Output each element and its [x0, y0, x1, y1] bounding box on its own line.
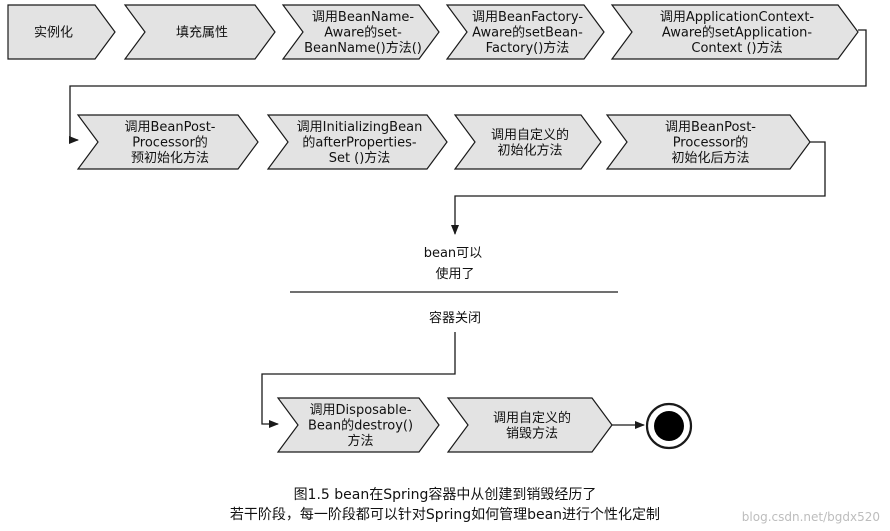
step-label-line: 调用BeanPost- — [665, 120, 756, 135]
step-label-line: 初始化方法 — [497, 142, 562, 158]
step-label-line: Aware的set- — [324, 25, 402, 41]
lifecycle-step-2-1-label: 调用BeanPost-Processor的预初始化方法 — [124, 120, 215, 166]
step-label-line: 调用InitializingBean — [297, 120, 423, 135]
lifecycle-step-3-2 — [446, 397, 613, 453]
bean-ready-label: bean可以 使用了 — [424, 246, 487, 282]
step-label-line: Processor的 — [132, 135, 208, 151]
step-label-line: Processor的 — [673, 135, 749, 151]
step-label-line: Set ()方法 — [329, 150, 391, 166]
lifecycle-step-1-3 — [281, 4, 440, 60]
lifecycle-step-2-4 — [605, 114, 811, 170]
step-label-line: 实例化 — [34, 26, 73, 41]
lifecycle-step-1-1 — [7, 4, 116, 60]
lifecycle-step-1-4 — [445, 4, 605, 60]
lifecycle-step-3-1 — [276, 397, 440, 453]
step-label-line: 调用Disposable- — [310, 403, 412, 418]
figure-caption-line-1: 图1.5 bean在Spring容器中从创建到销毁经历了 — [293, 487, 597, 503]
step-label-line: 调用ApplicationContext- — [660, 10, 815, 25]
lifecycle-step-1-1-label: 实例化 — [34, 26, 73, 41]
lifecycle-step-2-2 — [266, 114, 448, 170]
row-3-steps: 调用Disposable-Bean的destroy()方法 调用自定义的销毁方法 — [276, 397, 613, 453]
step-label-line: 的afterProperties- — [302, 135, 416, 151]
lifecycle-step-2-3-label: 调用自定义的初始化方法 — [491, 127, 569, 159]
lifecycle-step-3-1-label: 调用Disposable-Bean的destroy()方法 — [308, 403, 413, 449]
lifecycle-step-2-1 — [76, 114, 259, 170]
row2-to-ready-connector — [451, 141, 826, 235]
watermark: blog.csdn.net/bgdx520 — [741, 510, 880, 524]
step-label-line: Factory()方法 — [486, 40, 570, 56]
lifecycle-step-1-5-label: 调用ApplicationContext-Aware的setApplicatio… — [660, 10, 815, 56]
lifecycle-step-1-4-label: 调用BeanFactory-Aware的setBean-Factory()方法 — [472, 10, 583, 56]
step-label-line: 填充属性 — [176, 25, 228, 41]
lifecycle-step-3-2-label: 调用自定义的销毁方法 — [493, 410, 571, 442]
step-label-line: 调用自定义的 — [491, 127, 569, 143]
step-label-line: BeanName()方法() — [304, 40, 422, 56]
row1-to-row2-connector — [69, 29, 867, 144]
figure-caption-line-2: 若干阶段，每一阶段都可以针对Spring如何管理bean进行个性化定制 — [229, 507, 661, 523]
lifecycle-step-2-4-label: 调用BeanPost-Processor的初始化后方法 — [665, 120, 756, 166]
step-label-line: 调用BeanFactory- — [472, 10, 583, 25]
end-state-dot — [654, 411, 684, 441]
step-label-line: 销毁方法 — [506, 425, 558, 441]
lifecycle-step-1-5 — [610, 4, 859, 60]
step-label-line: 预初始化方法 — [131, 150, 209, 166]
step-label-line: 初始化后方法 — [671, 150, 749, 166]
lifecycle-step-1-3-label: 调用BeanName-Aware的set-BeanName()方法() — [304, 10, 422, 56]
row-2-steps: 调用BeanPost-Processor的预初始化方法调用Initializin… — [76, 114, 811, 170]
close-to-destroy-connector — [261, 332, 456, 428]
step-label-line: Aware的setApplication- — [662, 25, 813, 41]
step-label-line: Bean的destroy() — [308, 418, 413, 434]
lifecycle-step-1-2-label: 填充属性 — [176, 25, 228, 41]
lifecycle-step-1-2 — [123, 4, 276, 60]
step-label-line: 调用BeanName- — [312, 10, 414, 25]
step-label-line: 方法 — [347, 433, 373, 449]
step-label-line: 调用自定义的 — [493, 410, 571, 426]
step-label-line: Context ()方法 — [691, 40, 782, 56]
step-label-line: 调用BeanPost- — [124, 120, 215, 135]
bean-ready-label-line-1: bean可以 — [424, 246, 482, 261]
bean-ready-label-line-2: 使用了 — [435, 266, 474, 282]
lifecycle-step-2-3 — [453, 114, 602, 170]
step-label-line: Aware的setBean- — [472, 25, 583, 41]
container-close-label: 容器关闭 — [429, 310, 481, 326]
row-1-steps: 实例化 填充属性 调用BeanName-Aware的set-BeanName()方法… — [7, 4, 859, 60]
